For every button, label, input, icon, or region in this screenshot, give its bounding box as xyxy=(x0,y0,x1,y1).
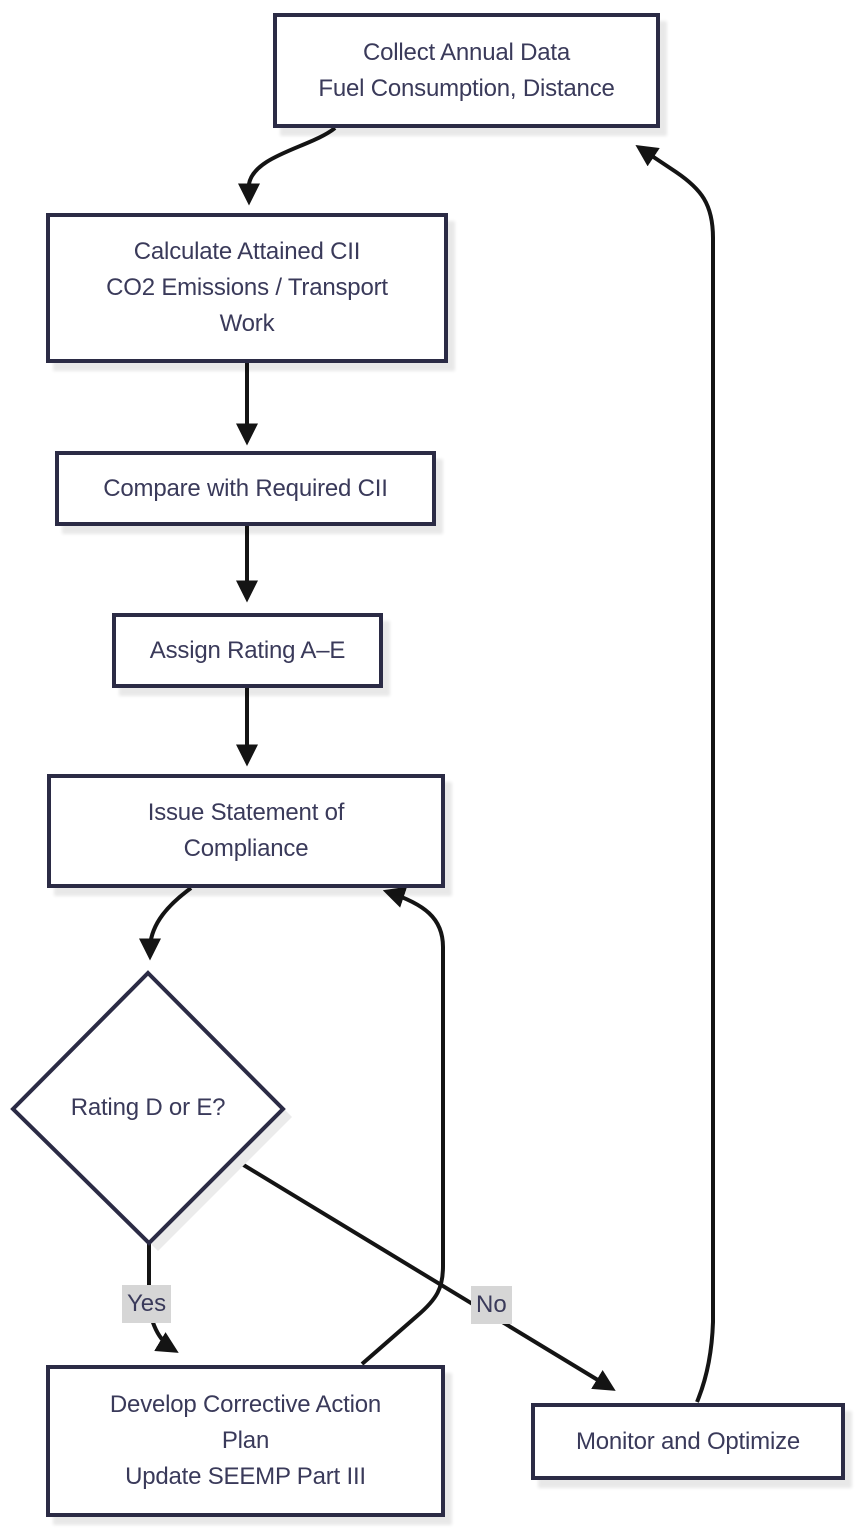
edge-label-no: No xyxy=(471,1286,512,1324)
node-label: Collect Annual Data Fuel Consumption, Di… xyxy=(318,38,615,102)
node-label: Compare with Required CII xyxy=(103,474,388,502)
decision-diamond xyxy=(10,970,286,1246)
node-decision-rating-d-or-e: Rating D or E? xyxy=(28,1089,268,1127)
edge-monitor-collect-feedback xyxy=(635,144,715,1403)
node-corrective-action-plan: Develop Corrective Action Plan Update SE… xyxy=(46,1365,445,1517)
node-label: Monitor and Optimize xyxy=(575,1427,801,1455)
node-label: Develop Corrective Action Plan Update SE… xyxy=(109,1391,382,1490)
node-label: Assign Rating A–E xyxy=(149,636,346,664)
node-assign-rating: Assign Rating A–E xyxy=(112,613,383,688)
node-label: Calculate Attained CII CO2 Emissions / T… xyxy=(106,238,388,337)
edge-issue-decision xyxy=(139,886,193,961)
edge-decision-monitor-no xyxy=(235,1159,616,1391)
edge-label-yes: Yes xyxy=(122,1285,172,1323)
node-label: Rating D or E? xyxy=(70,1094,226,1121)
edge-corrective-issue-feedback xyxy=(360,886,445,1366)
node-calculate-attained-cii: Calculate Attained CII CO2 Emissions / T… xyxy=(46,213,448,363)
node-label: Issue Statement of Compliance xyxy=(147,799,345,862)
node-monitor-optimize: Monitor and Optimize xyxy=(531,1403,845,1480)
node-compare-required-cii: Compare with Required CII xyxy=(55,451,436,526)
node-collect-annual-data: Collect Annual Data Fuel Consumption, Di… xyxy=(273,13,660,128)
edge-collect-calculate xyxy=(238,126,337,206)
node-issue-statement: Issue Statement of Compliance xyxy=(47,774,445,888)
